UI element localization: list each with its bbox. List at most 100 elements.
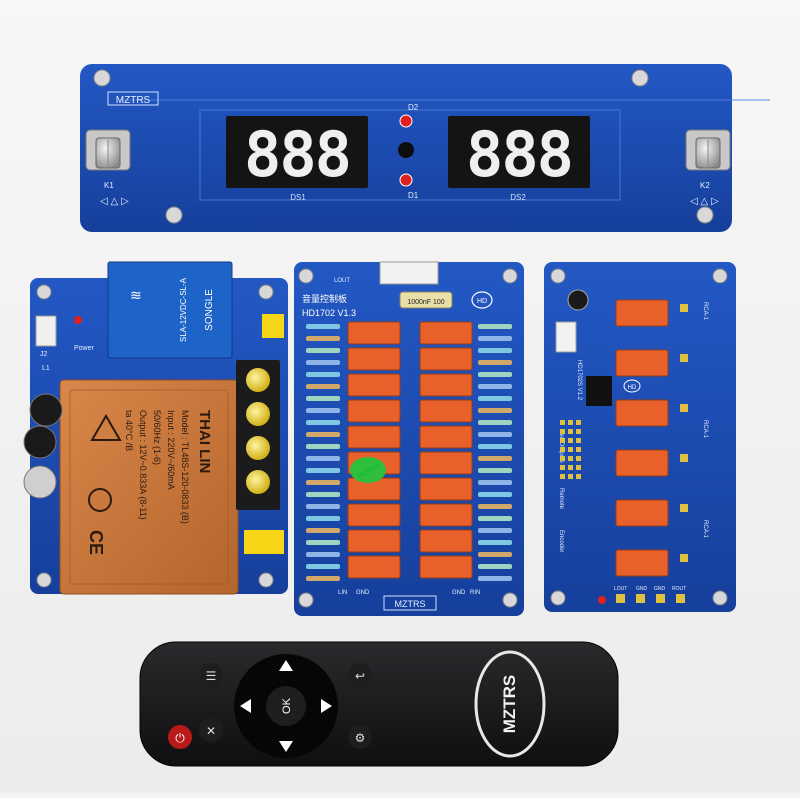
relay [419, 321, 473, 345]
pin [676, 594, 685, 603]
label-lout: LOUT [334, 278, 350, 284]
pin [576, 429, 581, 434]
input-selector-board: HD HD1702S V1.2 RCA-1 RCA-1 RCA-1 Led Ou… [544, 262, 736, 612]
rotary-encoder-left[interactable] [85, 129, 131, 171]
relay-array [615, 299, 688, 577]
label-rin: RIN [470, 590, 480, 596]
resistor [306, 516, 340, 521]
relay [347, 529, 401, 553]
relay [419, 529, 473, 553]
pin [576, 438, 581, 443]
left-arrow-icon[interactable] [240, 699, 251, 713]
fuse-holder [244, 530, 284, 554]
relay-model: SLA-12VDC-SL-A [179, 277, 188, 342]
back-button[interactable] [348, 663, 372, 687]
resistor [306, 576, 340, 581]
resistor [306, 504, 340, 509]
label-d2: D2 [408, 103, 419, 112]
relay [347, 425, 401, 449]
resistor [306, 420, 340, 425]
label-gnd: GND [356, 590, 370, 596]
ok-button[interactable] [266, 686, 306, 726]
resistor [306, 492, 340, 497]
menu-icon: ☰ [206, 669, 217, 683]
label-gnd: GND [636, 586, 648, 592]
settings-button[interactable] [348, 725, 372, 749]
pin [568, 438, 573, 443]
pin [568, 420, 573, 425]
rotary-encoder-right[interactable] [685, 129, 731, 171]
pin [576, 465, 581, 470]
relay [615, 549, 669, 577]
led-indicator [598, 596, 606, 604]
label-lout: LOUT [614, 586, 627, 592]
header-connector [555, 321, 577, 353]
up-arrow-icon[interactable] [279, 660, 293, 671]
resistor [306, 540, 340, 545]
down-arrow-icon[interactable] [279, 741, 293, 752]
ir-remote: OK ☰ ⏻ ✕ ↩ ⚙ MZTRS [139, 641, 619, 767]
relay [419, 399, 473, 423]
resistor [478, 552, 512, 557]
seven-segment-display-right [448, 116, 590, 188]
resistor [306, 360, 340, 365]
pin [568, 465, 573, 470]
pin [616, 594, 625, 603]
menu-button[interactable] [199, 663, 223, 687]
resistor [478, 348, 512, 353]
pin [576, 447, 581, 452]
label-j2: J2 [40, 351, 48, 358]
resistor [478, 492, 512, 497]
label-lin: LIN [338, 590, 347, 596]
resistor [306, 372, 340, 377]
resistor [478, 408, 512, 413]
led-indicator [399, 114, 413, 128]
terminal-block [236, 360, 280, 510]
relay [615, 499, 669, 527]
relay [615, 449, 669, 477]
volume-board-logo: MZTRS [395, 599, 426, 609]
seven-segment-display-left [226, 116, 368, 188]
label-l1: L1 [42, 365, 50, 372]
pin [560, 438, 565, 443]
arrow-icons: ◁ △ ▷ [690, 196, 719, 207]
pin [560, 456, 565, 461]
pad [680, 304, 688, 312]
pin [568, 474, 573, 479]
label-gnd: GND [452, 590, 466, 596]
safety-icon [88, 488, 112, 512]
resistor [478, 504, 512, 509]
resistor [306, 408, 340, 413]
right-arrow-icon[interactable] [321, 699, 332, 713]
relay [419, 555, 473, 579]
relay [347, 347, 401, 371]
resistor [478, 456, 512, 461]
transformer-freq: 50/60Hz (1-6) [152, 410, 162, 465]
mount-hole [696, 206, 714, 224]
pin [560, 474, 565, 479]
pin [636, 594, 645, 603]
power-button[interactable] [168, 725, 192, 749]
capacitor [23, 393, 63, 499]
relay [419, 451, 473, 475]
warning-icon [90, 414, 122, 441]
relay [347, 399, 401, 423]
pin [576, 474, 581, 479]
relay [615, 299, 669, 327]
transformer-temp: ta 40°C /B [124, 410, 134, 451]
power-relay: SONGLE SLA-12VDC-SL-A ≋ [107, 261, 233, 359]
ic-chip [586, 376, 612, 406]
header-connector [379, 261, 439, 285]
transformer-output: Output : 12V~0.833A (8-11) [138, 410, 148, 520]
mute-button[interactable] [199, 718, 223, 742]
display-board: MZTRS 888 888 DS1 DS2 D2 D1 K1 ◁ △ ▷ K2 … [80, 64, 770, 232]
resistor [306, 396, 340, 401]
transformer-input: Input : 220V~/60mA [166, 410, 176, 490]
label-power: Power [74, 345, 95, 352]
resistor [478, 336, 512, 341]
board-model: HD1702 V1.3 [302, 308, 356, 318]
resistor [478, 564, 512, 569]
resistor [306, 468, 340, 473]
resistor [478, 528, 512, 533]
